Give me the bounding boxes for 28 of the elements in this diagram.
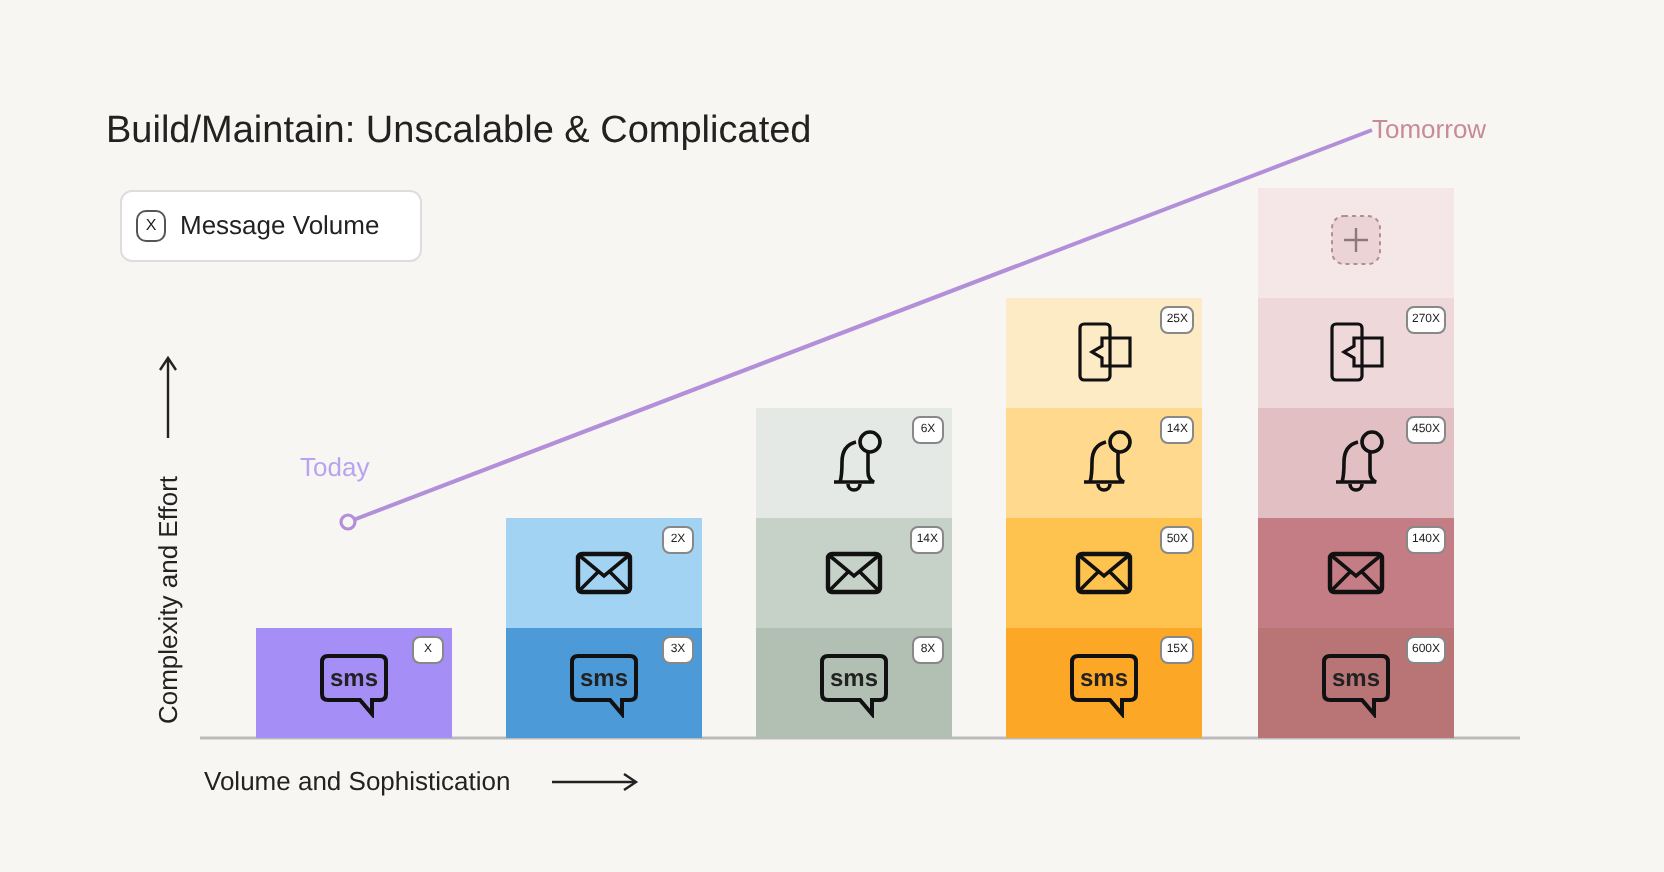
sms-bubble-icon: sms	[568, 650, 640, 718]
bar-segment	[1258, 408, 1454, 518]
axis-label: Volume and Sophistication	[204, 766, 511, 796]
bar-segment	[256, 628, 452, 738]
sms-bubble-icon: sms	[818, 650, 890, 718]
bar-segment	[1258, 188, 1454, 298]
bar-segment	[1006, 298, 1202, 408]
point-label: Today	[300, 452, 400, 524]
bar-segment	[1258, 518, 1454, 628]
trend-line	[339, 128, 1373, 531]
bar-segment	[756, 628, 952, 738]
bar-segment	[1006, 628, 1202, 738]
bar-segment	[1258, 298, 1454, 408]
title: Build/Maintain: Unscalable & Complicated	[106, 110, 812, 154]
bar-segment	[1258, 628, 1454, 738]
bar-segment	[756, 408, 952, 518]
legend-text: Message Volume	[180, 210, 380, 240]
axis-label: Complexity and Effort	[153, 475, 183, 725]
bar-segment	[756, 518, 952, 628]
sms-bubble-icon: sms	[1068, 650, 1140, 718]
sms-bubble-icon: sms	[318, 650, 390, 718]
bar-segment	[506, 518, 702, 628]
bar-segment	[1006, 518, 1202, 628]
point-label: Tomorrow	[1372, 114, 1512, 146]
bar-segment	[506, 628, 702, 738]
sms-bubble-icon: sms	[1320, 650, 1392, 718]
volume-badge: X	[136, 210, 166, 242]
bar-segment	[1006, 408, 1202, 518]
